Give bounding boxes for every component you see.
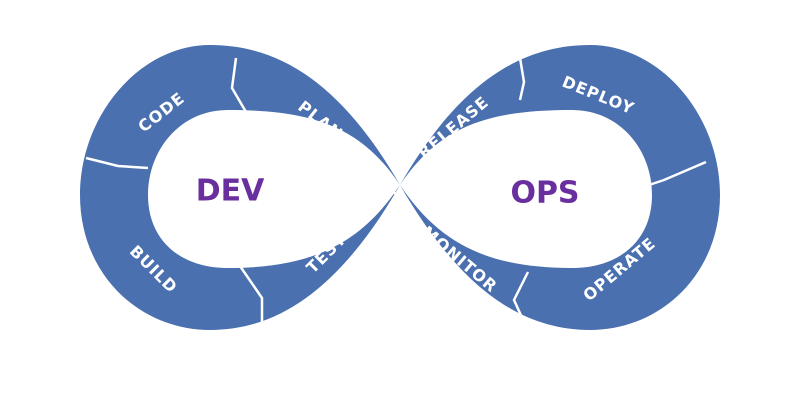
center-label-dev: DEV bbox=[196, 174, 265, 209]
divider-code-build bbox=[85, 156, 149, 170]
divider-build-test bbox=[238, 265, 264, 326]
divider-release-deploy bbox=[518, 57, 526, 101]
divider-test-monitor bbox=[379, 179, 404, 217]
divider-plan-release bbox=[367, 127, 398, 171]
stage-dividers bbox=[85, 57, 707, 326]
divider-code-plan bbox=[230, 57, 248, 113]
divider-monitor-operate bbox=[512, 271, 530, 323]
infinity-band bbox=[80, 45, 720, 330]
center-label-ops: OPS bbox=[510, 176, 579, 211]
divider-deploy-operate bbox=[645, 160, 707, 188]
stage-label-release: RELEASE bbox=[414, 92, 492, 162]
